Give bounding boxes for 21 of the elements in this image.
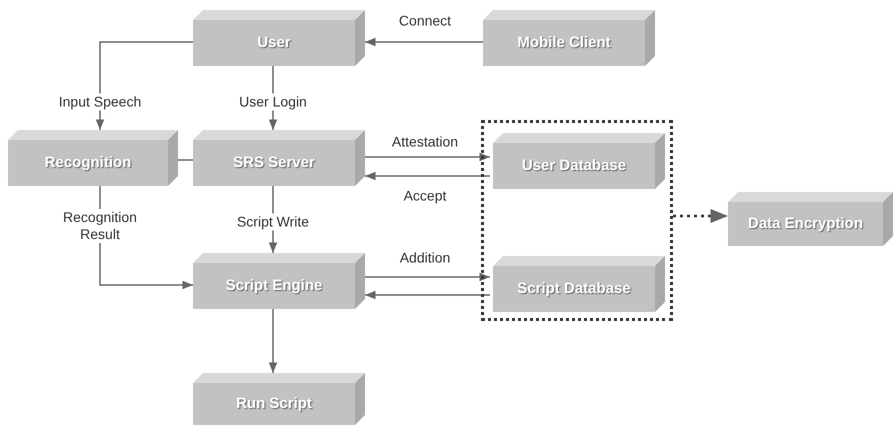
arrow xyxy=(365,38,483,46)
arrow xyxy=(365,152,490,162)
block-label: Run Script xyxy=(236,394,312,414)
block-label: Recognition xyxy=(44,152,132,173)
block-label: SRS Server xyxy=(233,152,315,173)
block-label: Mobile Client xyxy=(517,32,611,53)
block-label: Data Encryption xyxy=(748,214,864,234)
block-label: User Database xyxy=(522,156,626,176)
block-label: Script Database xyxy=(517,278,631,299)
dotted-group-frame xyxy=(481,120,673,321)
arrow xyxy=(673,209,728,223)
block-label: Script Engine xyxy=(226,276,322,296)
arrow xyxy=(365,272,490,282)
edge-label: User Login xyxy=(237,94,309,110)
arrow xyxy=(268,309,278,373)
arrow xyxy=(365,290,490,300)
arrow xyxy=(96,41,193,130)
arrow xyxy=(365,172,490,180)
edge-label: Accept xyxy=(402,188,448,204)
edge-label: Script Write xyxy=(234,214,312,230)
block-label: User xyxy=(257,32,291,53)
